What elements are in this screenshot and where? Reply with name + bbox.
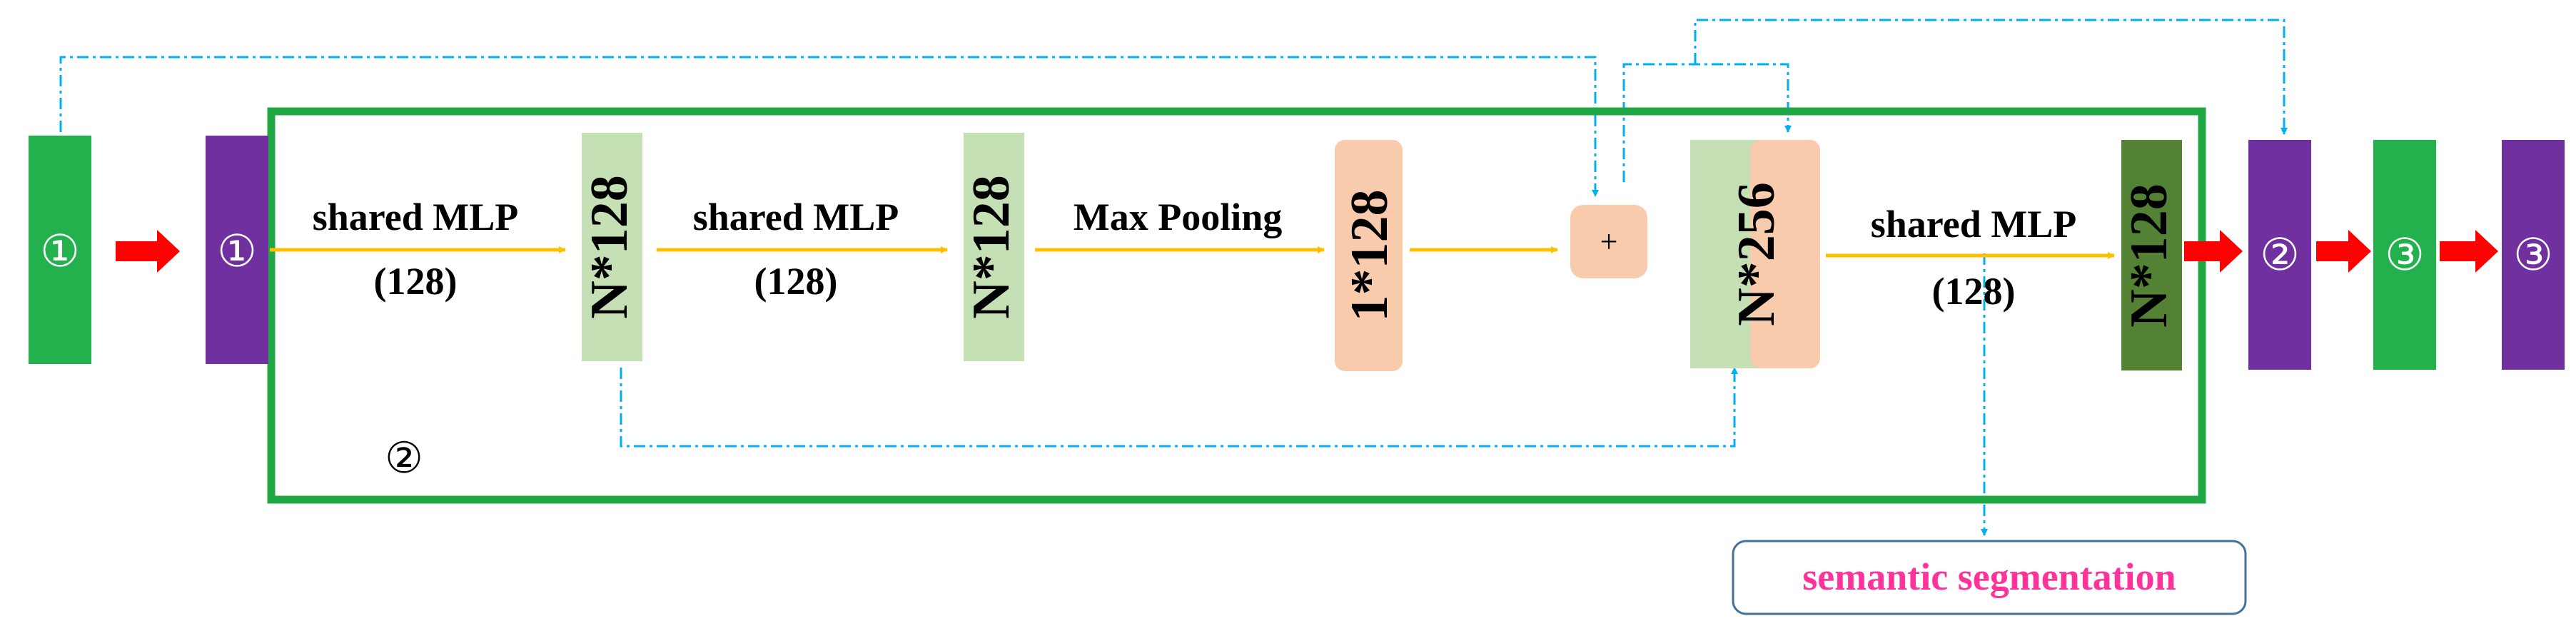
label-mlp3: shared MLP (1871, 203, 2077, 246)
feature-global-1x128-label: 1*128 (1340, 190, 1399, 322)
label-mlp3-param: (128) (1932, 270, 2016, 313)
feature-n128-b: N*128 (962, 133, 1024, 361)
red-arrow-3 (2316, 230, 2371, 273)
green-block-3: ③ (2373, 140, 2436, 370)
red-arrow-1 (116, 230, 180, 273)
semantic-segmentation-box: semantic segmentation (1732, 540, 2247, 615)
add-node-label: + (1600, 224, 1618, 259)
label-mlp1-param: (128) (374, 260, 458, 303)
skip-connections (59, 19, 2288, 536)
green-block-3-label: ③ (2385, 231, 2425, 280)
add-node: + (1570, 205, 1647, 278)
purple-block-3: ③ (2502, 140, 2565, 370)
output-purple-block-2-label: ② (2260, 231, 2300, 280)
feature-concat-n256-label: N*256 (1727, 182, 1786, 325)
red-arrow-4 (2440, 230, 2498, 273)
feature-n128-b-label: N*128 (962, 175, 1021, 318)
skip-line-add-to-concat (1622, 63, 1792, 182)
module-border (267, 107, 2206, 504)
input-purple-block-label: ① (217, 228, 257, 276)
feature-concat-n256: N*256 (1690, 140, 1820, 368)
input-green-block: ① (29, 136, 91, 364)
feature-n128-a: N*128 (580, 133, 642, 361)
feature-n128-a-label: N*128 (580, 175, 639, 318)
feature-output-n128: N*128 (2120, 140, 2182, 370)
semantic-segmentation-label: semantic segmentation (1802, 555, 2176, 598)
label-maxpool: Max Pooling (1074, 196, 1283, 238)
input-green-block-label: ① (40, 228, 80, 276)
feature-global-1x128: 1*128 (1335, 140, 1403, 371)
label-mlp2-param: (128) (754, 260, 838, 303)
skip-line-top-to-purple2 (1694, 19, 2288, 135)
label-mlp1: shared MLP (313, 196, 519, 238)
skip-line-local-to-concat (620, 367, 1738, 448)
red-arrow-2 (2184, 230, 2243, 273)
module-label: ② (385, 435, 423, 482)
input-purple-block: ① (206, 136, 268, 364)
feature-output-n128-label: N*128 (2120, 183, 2178, 327)
output-purple-block-2: ② (2248, 140, 2311, 370)
label-mlp2: shared MLP (693, 196, 899, 238)
purple-block-3-label: ③ (2513, 231, 2553, 280)
